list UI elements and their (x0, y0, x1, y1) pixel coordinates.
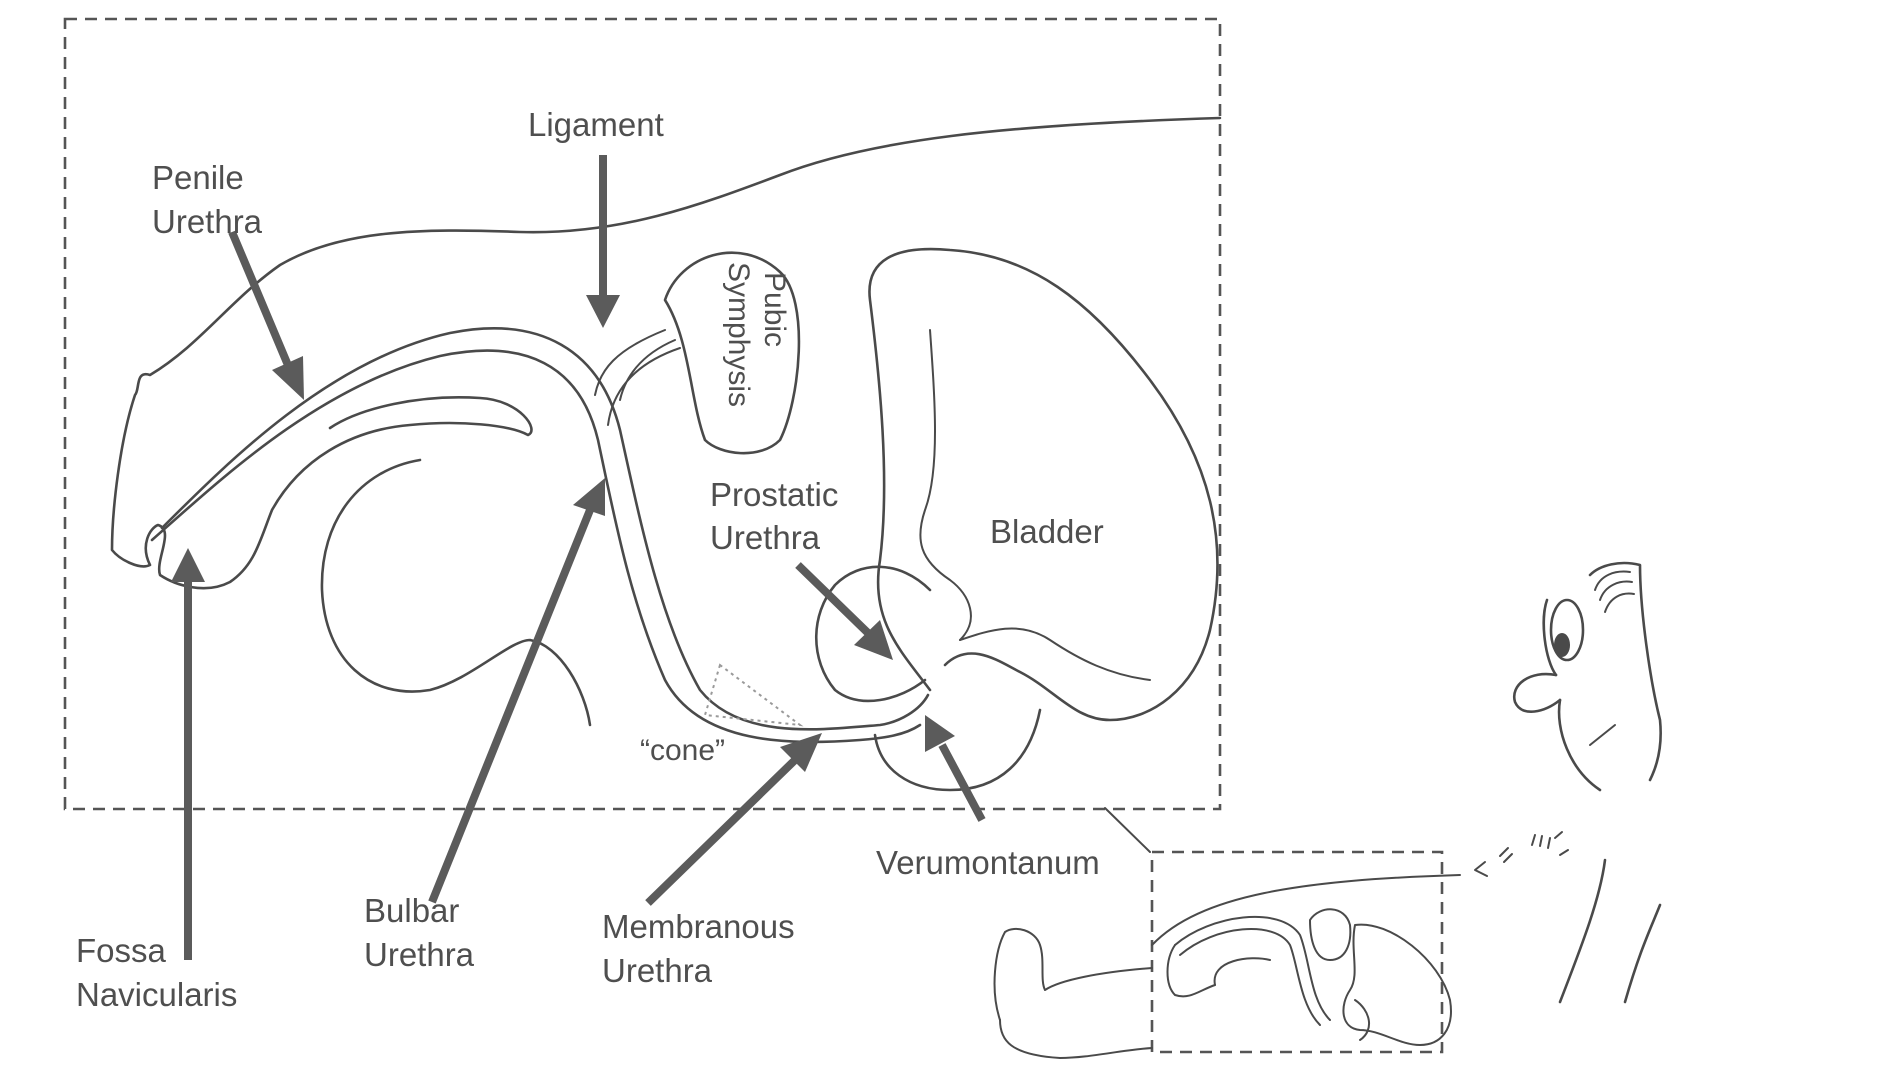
corpus-spongiosum (320, 458, 592, 727)
label-pubic-symphysis: Pubic Symphysis (722, 262, 791, 407)
label-membranous-urethra: Membranous Urethra (602, 908, 804, 989)
label-cone: “cone” (640, 734, 725, 767)
patient-figure (993, 874, 1461, 1059)
skin-outline (110, 116, 1222, 590)
arrow-verumontanum (925, 715, 986, 822)
bladder-shape (868, 247, 1219, 722)
observer-face (1474, 561, 1662, 1004)
zoom-frame (63, 17, 1222, 811)
rectum-shape (873, 708, 1042, 792)
urethra-outer (160, 327, 930, 731)
label-verumontanum: Verumontanum (876, 844, 1100, 881)
arrow-membranous-urethra (645, 733, 822, 906)
bladder-inner-wall (919, 329, 972, 641)
arrow-bulbar-urethra (428, 478, 605, 904)
zoom-connector (1104, 807, 1151, 853)
ligament-lines (594, 329, 681, 426)
arrow-prostatic-urethra (795, 562, 893, 660)
label-ligament: Ligament (528, 106, 664, 143)
arrow-ligament (586, 155, 620, 328)
cone-marker (703, 663, 804, 727)
label-bulbar-urethra: Bulbar Urethra (364, 892, 475, 973)
label-prostatic-urethra: Prostatic Urethra (710, 476, 848, 556)
label-fossa-navicularis: Fossa Navicularis (76, 932, 237, 1013)
prostate-shape (814, 565, 932, 703)
label-bladder: Bladder (990, 513, 1104, 550)
bladder-base (959, 627, 1151, 681)
arrow-penile-urethra (228, 230, 304, 400)
overview-frame (1150, 850, 1444, 1054)
label-penile-urethra: Penile Urethra (152, 159, 263, 240)
pubic-symphysis-shape (663, 251, 801, 455)
arrow-fossa-navicularis (171, 548, 205, 960)
